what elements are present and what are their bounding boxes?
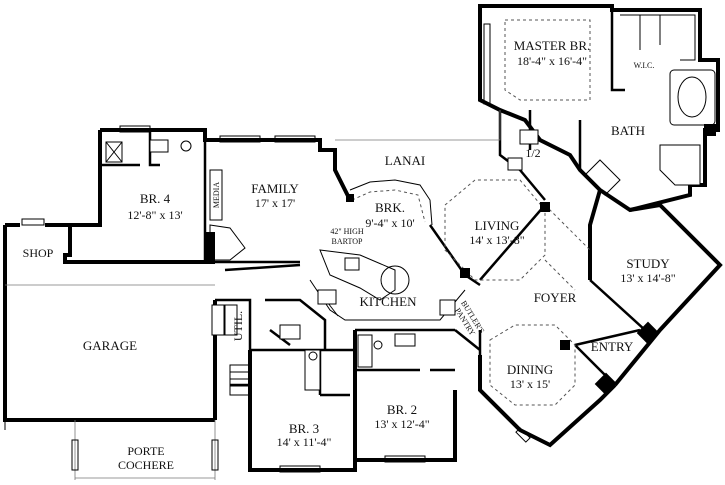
family-size: 17' x 17' xyxy=(255,196,295,210)
foyer-name: FOYER xyxy=(534,290,577,305)
bath-name: BATH xyxy=(611,123,645,138)
lanai-name: LANAI xyxy=(385,153,425,168)
wic-name: W.I.C. xyxy=(634,61,655,70)
entry-name: ENTRY xyxy=(591,339,634,354)
br3-size: 14' x 11'-4" xyxy=(277,435,332,449)
br3-name: BR. 3 xyxy=(289,421,319,436)
porte-cochere-line2: COCHERE xyxy=(118,458,174,472)
garage-name: GARAGE xyxy=(83,338,137,353)
dining-size: 13' x 15' xyxy=(510,377,550,391)
master-br-name: MASTER BR. xyxy=(514,38,591,53)
shop-name: SHOP xyxy=(23,246,54,260)
fixtures xyxy=(4,14,716,480)
master-br-size: 18'-4" x 16'-4" xyxy=(517,54,587,68)
family-name: FAMILY xyxy=(251,181,299,196)
half-bath-name: 1/2 xyxy=(525,146,540,160)
brk-name: BRK. xyxy=(375,200,405,215)
living-size: 14' x 13'-8" xyxy=(469,233,524,247)
study-name: STUDY xyxy=(626,256,670,271)
br2-size: 13' x 12'-4" xyxy=(374,417,429,431)
room-labels: MASTER BR. 18'-4" x 16'-4" W.I.C. BATH 1… xyxy=(23,38,676,472)
bartop-line2: BARTOP xyxy=(332,237,363,246)
study-size: 13' x 14'-8" xyxy=(620,271,675,285)
interior-walls xyxy=(100,10,646,397)
porte-cochere-line1: PORTE xyxy=(127,444,164,458)
br4-size: 12'-8" x 13' xyxy=(127,208,182,222)
br4-name: BR. 4 xyxy=(140,191,171,206)
dining-name: DINING xyxy=(507,362,553,377)
util-name: UTIL. xyxy=(231,311,245,341)
brk-size: 9'-4" x 10' xyxy=(365,216,414,230)
kitchen-name: KITCHEN xyxy=(359,294,417,309)
bartop-line1: 42" HIGH xyxy=(330,227,363,236)
living-name: LIVING xyxy=(475,218,520,233)
media-name: MEDIA xyxy=(212,182,221,208)
br2-name: BR. 2 xyxy=(387,402,417,417)
